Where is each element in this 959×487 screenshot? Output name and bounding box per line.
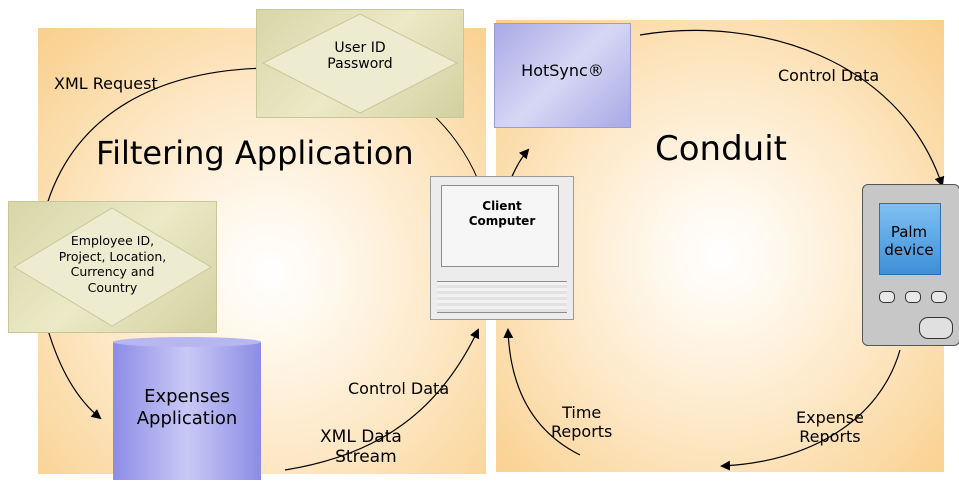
password-label: Password <box>327 56 393 73</box>
client-line-1: Client <box>482 199 522 213</box>
xml-data-stream-line-1: XML Data <box>320 427 402 447</box>
control-data-right-arrow <box>639 29 945 187</box>
expense-reports-line-1: Expense <box>796 408 864 427</box>
credentials-box: User ID Password <box>256 9 464 118</box>
palm-device: Palm device <box>862 184 959 346</box>
control-data-left-label: Control Data <box>348 379 450 398</box>
palm-scroll-button-icon <box>919 317 953 339</box>
xml-request-arrow <box>34 67 269 247</box>
time-reports-arrow <box>503 328 581 456</box>
palm-button-icon <box>879 291 895 303</box>
palm-line-1: Palm <box>890 223 928 241</box>
expenses-line-2: Application <box>136 407 238 429</box>
diamond-shape-icon <box>261 13 459 114</box>
employee-details-box: Employee ID, Project, Location, Currency… <box>8 201 217 333</box>
control-data-right-label: Control Data <box>778 66 880 85</box>
expense-reports-line-2: Reports <box>799 427 861 447</box>
monitor-icon <box>441 185 559 267</box>
client-line-2: Computer <box>468 214 536 228</box>
time-reports-line-1: Time <box>562 403 602 422</box>
expenses-application-database: Expenses Application <box>112 336 262 484</box>
xml-data-stream-line-2: Stream <box>335 446 397 467</box>
palm-button-icon <box>931 291 947 303</box>
hotsync-box: HotSync® <box>494 23 631 128</box>
employee-line-4: Country <box>87 279 138 295</box>
employee-to-expenses-arrow <box>47 329 102 420</box>
diamond-shape-icon <box>13 207 212 327</box>
palm-button-icon <box>905 291 921 303</box>
palm-screen-icon <box>879 203 941 275</box>
client-computer: Client Computer <box>430 176 574 320</box>
xml-request-label: XML Request <box>54 74 158 93</box>
hotsync-label: HotSync® <box>521 61 604 80</box>
employee-line-1: Employee ID, <box>70 233 155 248</box>
employee-line-2: Project, Location, <box>58 248 167 264</box>
expenses-line-1: Expenses <box>144 386 230 407</box>
data-stream-arrow <box>284 328 480 471</box>
conduit-title: Conduit <box>655 129 787 169</box>
time-reports-line-2: Reports <box>551 422 613 442</box>
reports-bottom-arrow <box>720 349 901 471</box>
computer-base-icon <box>437 281 567 313</box>
palm-line-2: device <box>884 241 934 259</box>
database-cylinder-icon <box>113 337 261 480</box>
filtering-application-title: Filtering Application <box>96 134 414 172</box>
employee-line-3: Currency and <box>70 264 155 280</box>
user-id-label: User ID <box>334 40 386 56</box>
